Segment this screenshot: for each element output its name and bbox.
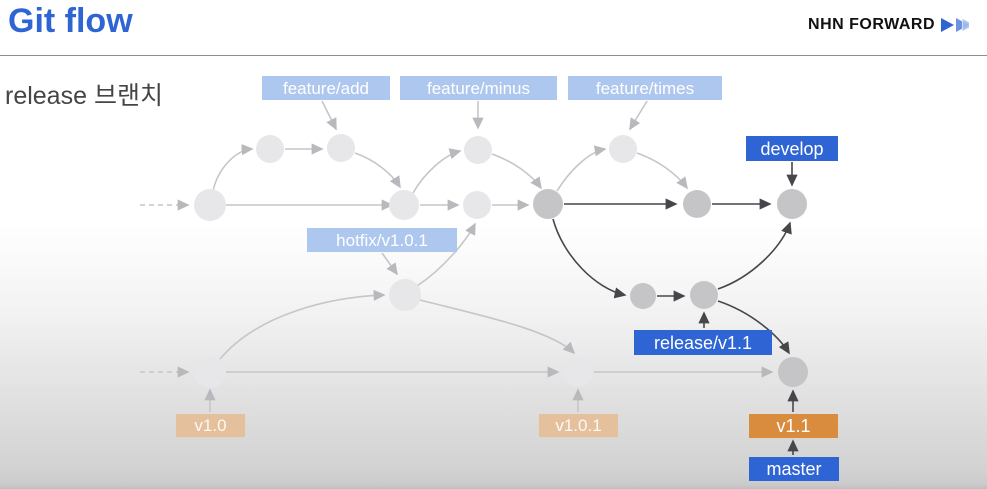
brand-name: NHN FORWARD bbox=[808, 16, 935, 33]
commit-release-1 bbox=[630, 283, 656, 309]
commit-develop-merge-add bbox=[389, 190, 419, 220]
edge-merge-feature-minus bbox=[491, 153, 542, 190]
branch-label-release: release/v1.1 bbox=[634, 330, 772, 355]
edge-merge-release-develop bbox=[717, 221, 792, 290]
tag-label-v1-0: v1.0 bbox=[176, 414, 245, 437]
commit-master-v1-0-1 bbox=[563, 357, 593, 387]
branch-label-hotfix: hotfix/v1.0.1 bbox=[307, 228, 457, 252]
commit-develop-head bbox=[777, 189, 807, 219]
slide-subtitle: release 브랜치 bbox=[5, 82, 163, 110]
edge-label-feature-times bbox=[629, 100, 648, 131]
branch-label-develop: develop bbox=[746, 136, 838, 161]
commit-feature-minus-1 bbox=[464, 136, 492, 164]
commit-release-2 bbox=[690, 281, 718, 309]
edge-branch-release bbox=[552, 218, 627, 299]
edge-merge-hotfix-master bbox=[419, 299, 576, 355]
edge-branch-hotfix bbox=[219, 289, 386, 360]
edge-branch-feature-add bbox=[212, 144, 254, 192]
commit-master-v1-0 bbox=[194, 356, 226, 388]
edge-merge-feature-times bbox=[636, 152, 688, 190]
commit-master-v1-1 bbox=[778, 357, 808, 387]
brand-logo: NHN FORWARD bbox=[808, 16, 979, 34]
edge-label-feature-add bbox=[321, 100, 337, 131]
edge-label-hotfix bbox=[381, 252, 398, 276]
commit-feature-add-1 bbox=[256, 135, 284, 163]
page-title: Git flow bbox=[8, 2, 133, 40]
commit-develop-merge-times bbox=[683, 190, 711, 218]
branch-label-feature-minus: feature/minus bbox=[400, 76, 557, 100]
edge-branch-feature-times bbox=[556, 145, 607, 192]
commit-hotfix-1 bbox=[389, 279, 421, 311]
branch-label-feature-add: feature/add bbox=[262, 76, 390, 100]
edge-merge-hotfix-develop bbox=[416, 222, 476, 287]
forward-arrows-icon bbox=[941, 18, 969, 32]
tag-label-v1-0-1: v1.0.1 bbox=[539, 414, 618, 437]
branch-label-master: master bbox=[749, 457, 839, 481]
edge-merge-feature-add bbox=[354, 152, 401, 189]
tag-label-v1-1: v1.1 bbox=[749, 414, 838, 438]
commit-develop-merge-hotfix bbox=[463, 191, 491, 219]
commit-develop-start bbox=[194, 189, 226, 221]
commit-feature-add-2 bbox=[327, 134, 355, 162]
edge-branch-feature-minus bbox=[412, 148, 462, 194]
branch-label-feature-times: feature/times bbox=[568, 76, 722, 100]
edge-merge-release-master bbox=[717, 300, 790, 355]
commit-feature-times-1 bbox=[609, 135, 637, 163]
commit-develop-merge-minus bbox=[533, 189, 563, 219]
header-divider bbox=[0, 55, 987, 56]
